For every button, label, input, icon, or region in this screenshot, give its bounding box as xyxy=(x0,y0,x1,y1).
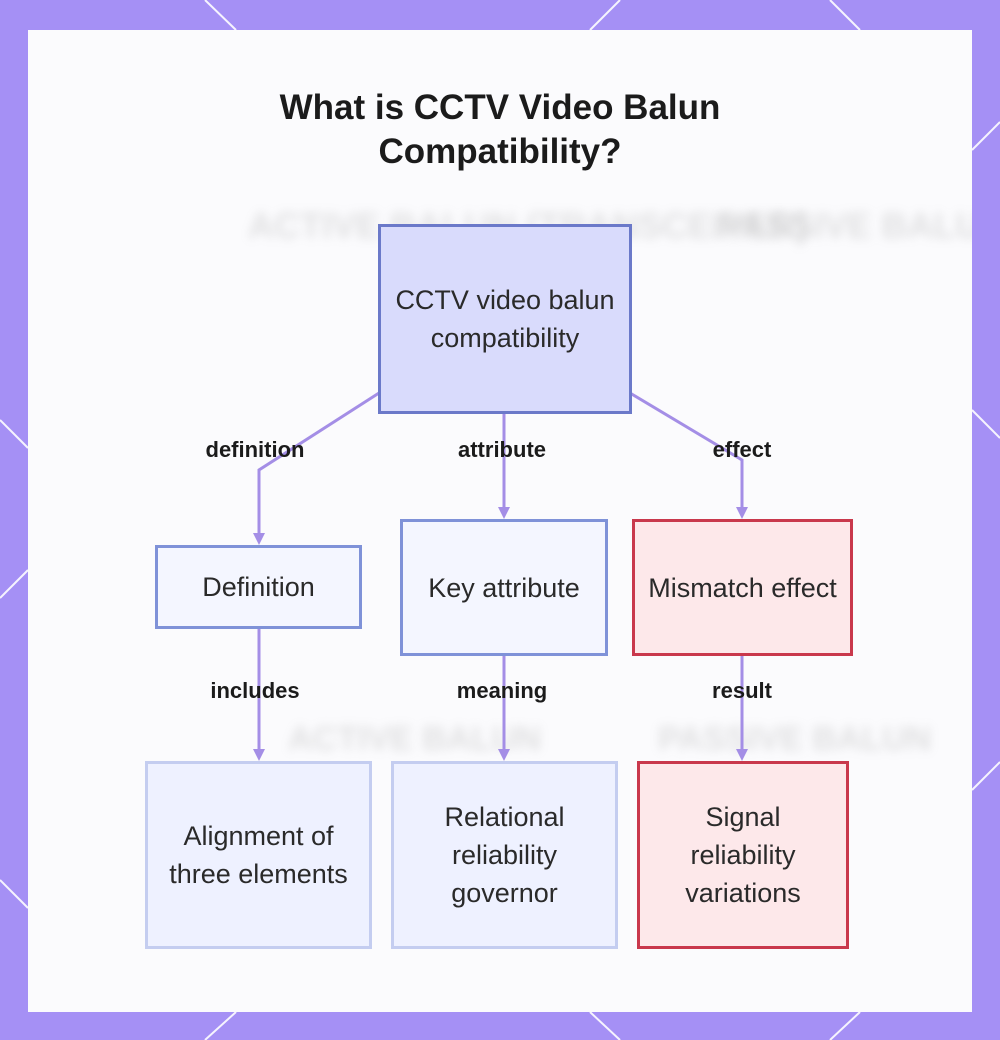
arrowhead-effect xyxy=(736,507,748,519)
connector-root-effect xyxy=(629,391,744,507)
node-alignment-label: Alignment of three elements xyxy=(169,821,348,889)
arrowhead-attribute xyxy=(498,507,510,519)
node-definition: Definition xyxy=(155,545,362,629)
background-passive-balun-bottom: PASSIVE BALUN xyxy=(658,720,932,758)
page-title: What is CCTV Video Balun Compatibility? xyxy=(28,86,972,174)
arrowhead-alignment xyxy=(253,749,265,761)
node-signal: Signal reliability variations xyxy=(637,761,849,949)
arrowhead-signal xyxy=(736,749,748,761)
edge-label-result: result xyxy=(712,678,772,703)
edge-label-definition: definition xyxy=(205,437,305,462)
diagram-card: ACTIVE BALUN (TRANSCEIVER) PASSIVE BALUN… xyxy=(28,30,972,1012)
title-line-2: Compatibility? xyxy=(378,132,622,171)
node-relational-label: Relational reliability governor xyxy=(444,802,565,908)
edge-label-attribute: attribute xyxy=(458,437,546,462)
node-root-label: CCTV video balun compatibility xyxy=(395,285,615,353)
connector-root-definition xyxy=(257,391,380,533)
title-line-1: What is CCTV Video Balun xyxy=(279,88,721,127)
node-key-attribute: Key attribute xyxy=(400,519,608,656)
background-active-balun-bottom: ACTIVE BALUN xyxy=(288,720,542,758)
node-key-attribute-label: Key attribute xyxy=(428,572,580,603)
edge-label-meaning: meaning xyxy=(456,678,548,703)
edge-label-includes: includes xyxy=(210,678,300,703)
node-definition-label: Definition xyxy=(202,572,315,602)
node-relational: Relational reliability governor xyxy=(391,761,618,949)
arrowhead-definition xyxy=(253,533,265,545)
arrowhead-relational xyxy=(498,749,510,761)
node-mismatch-effect-label: Mismatch effect xyxy=(648,572,837,603)
background-passive-balun-top: PASSIVE BALUN xyxy=(718,205,972,246)
connector-lines xyxy=(253,391,748,761)
node-mismatch-effect: Mismatch effect xyxy=(632,519,853,656)
edge-label-effect: effect xyxy=(712,437,772,462)
node-alignment: Alignment of three elements xyxy=(145,761,372,949)
node-root: CCTV video balun compatibility xyxy=(378,224,632,414)
node-signal-label: Signal reliability variations xyxy=(685,802,801,908)
